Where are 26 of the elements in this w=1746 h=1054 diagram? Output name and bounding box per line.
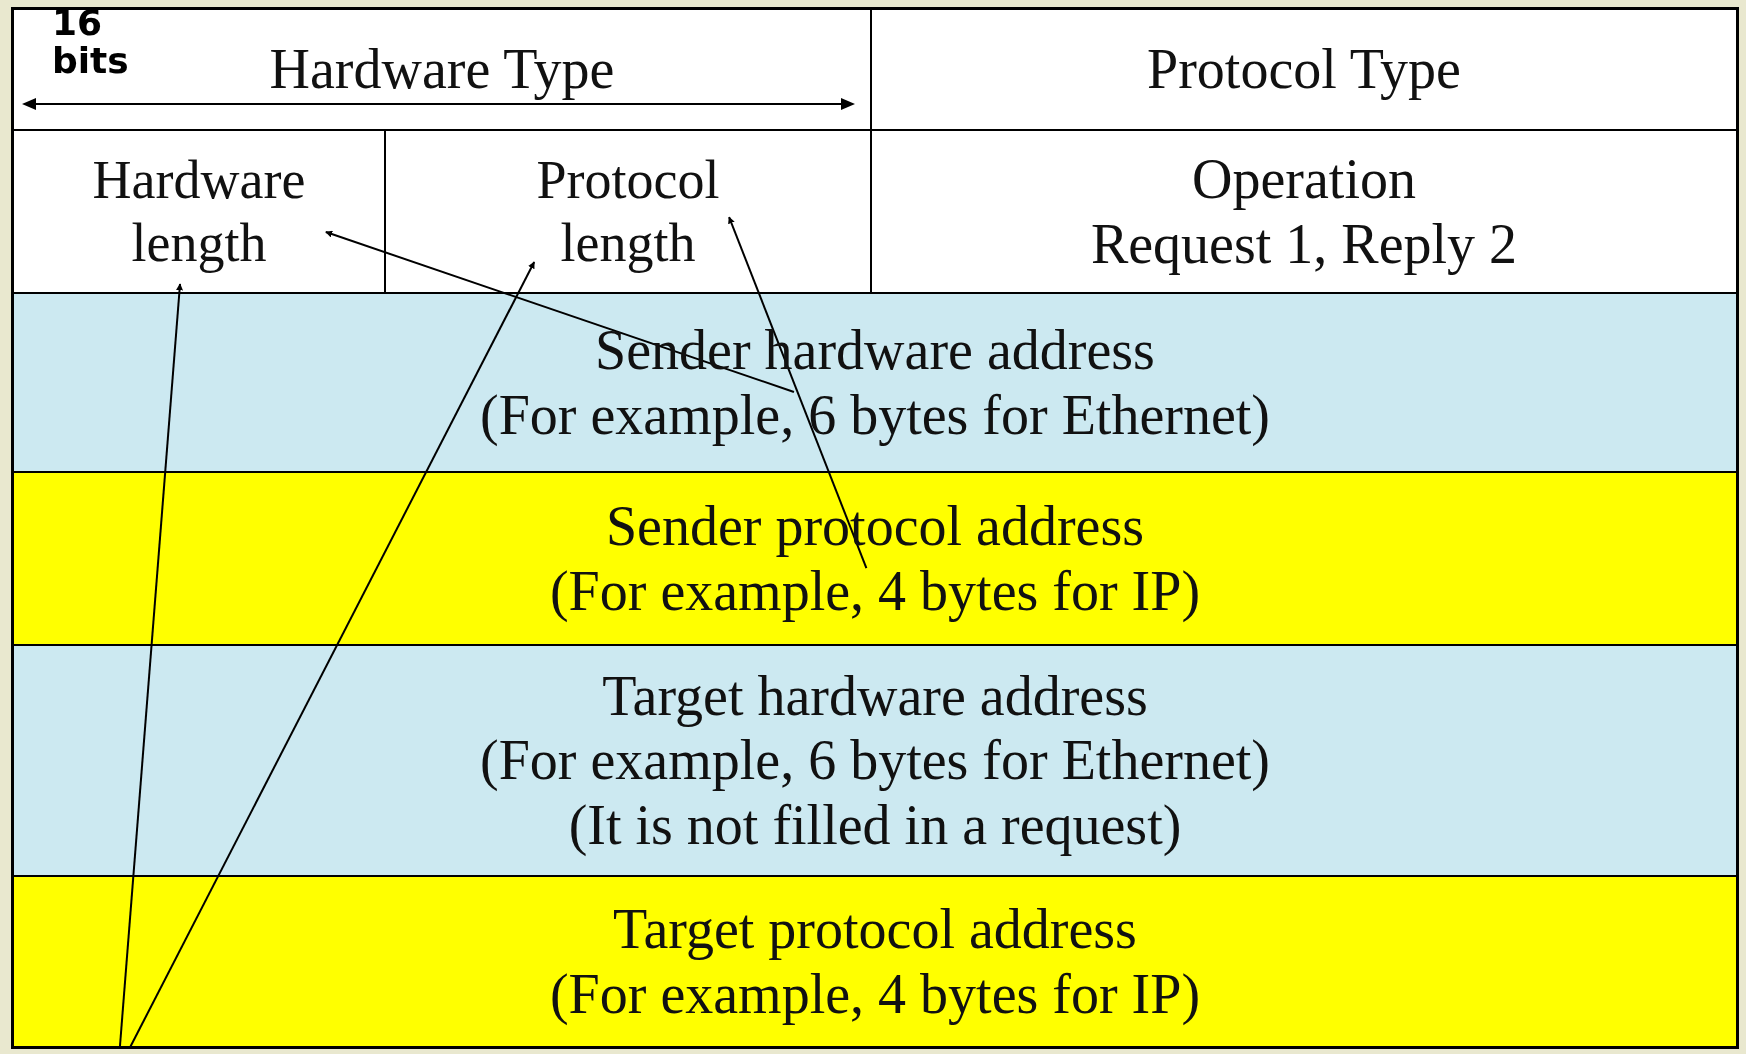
table-cell xyxy=(13,130,385,293)
table-cell xyxy=(13,876,1737,1047)
table-cell xyxy=(871,130,1737,293)
table-cell xyxy=(13,293,1737,472)
field-label: (It is not filled in a request) xyxy=(568,792,1182,858)
field-label: Protocol Type xyxy=(1147,37,1461,102)
field-label: Operation xyxy=(1192,147,1416,212)
field-label: (For example, 4 bytes for IP) xyxy=(549,558,1201,623)
leader-arrow xyxy=(129,261,536,1048)
field-label: Target protocol address xyxy=(613,897,1137,962)
leader-arrow xyxy=(118,283,183,1048)
field-label: (For example, 6 bytes for Ethernet) xyxy=(480,382,1270,447)
leader-arrow xyxy=(728,216,868,569)
field-label: (For example, 6 bytes for Ethernet) xyxy=(480,728,1270,793)
field-label: Target hardware address xyxy=(602,663,1148,729)
table-cell xyxy=(871,9,1737,130)
field-label: Request 1, Reply 2 xyxy=(1090,211,1518,276)
field-label: Hardware Type xyxy=(269,37,615,102)
field-label: Hardware length xyxy=(91,149,307,274)
table-cell xyxy=(385,130,871,293)
table-cell xyxy=(13,9,871,130)
field-label: Protocol length xyxy=(535,149,721,274)
bit-width-label: 16 bits xyxy=(52,4,130,80)
field-label: (For example, 4 bytes for IP) xyxy=(549,961,1201,1026)
table-cell xyxy=(13,645,1737,876)
table-cell xyxy=(13,472,1737,645)
